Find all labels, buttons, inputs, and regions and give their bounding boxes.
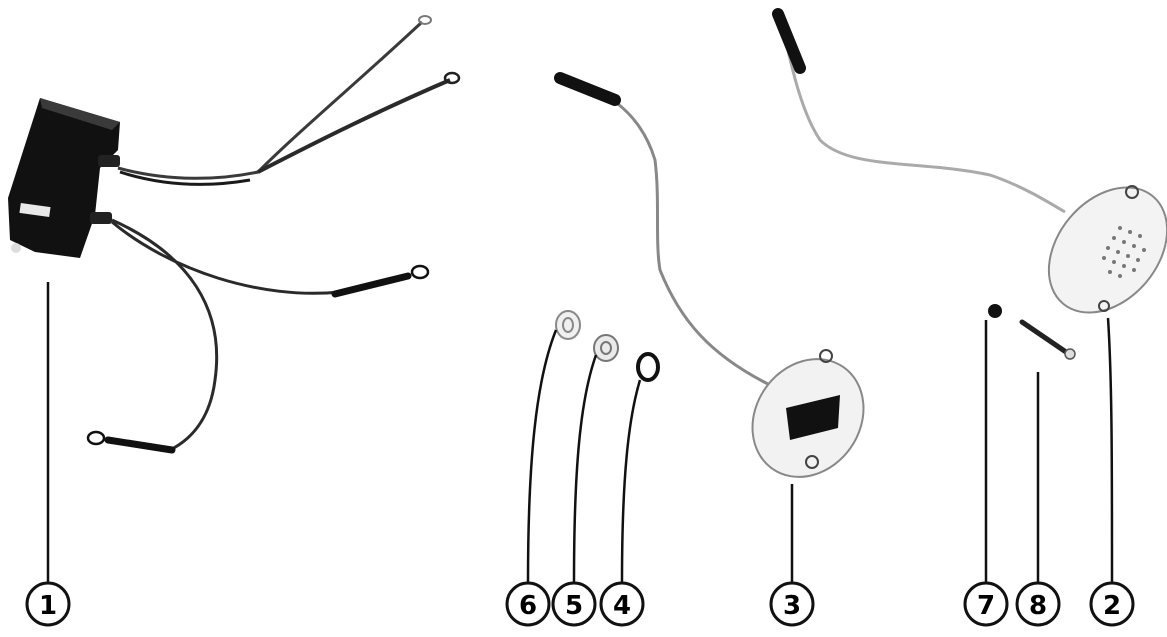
upper-wire-a: [117, 20, 424, 180]
callout-label: 2: [1103, 591, 1121, 621]
callout-label: 4: [613, 591, 631, 621]
callout-circle: [1015, 581, 1061, 627]
plate-2-perforations: [1102, 226, 1146, 278]
callout-circle: [1089, 581, 1135, 627]
callout-circle: [963, 581, 1009, 627]
ring-terminal-middle: [410, 264, 430, 280]
plate-3-wire: [559, 78, 771, 387]
upper-wire-b: [257, 78, 451, 174]
washer-inner: [562, 317, 574, 333]
callout-4: 4: [599, 581, 645, 627]
plate-2-wire-sleeve: [772, 8, 806, 74]
callout-1: 1: [25, 581, 71, 627]
callout-label: 8: [1029, 591, 1047, 621]
callout-6: 6: [505, 581, 551, 627]
part-8-screw: [1019, 319, 1076, 360]
plate-3-window: [786, 395, 840, 440]
part-2-perforated-plate: [772, 8, 1167, 314]
leader-6: [526, 329, 558, 583]
callout-7: 7: [963, 581, 1009, 627]
plate-2-screw-top: [1125, 185, 1139, 199]
callout-2: 2: [1089, 581, 1135, 627]
grommet-lower: [90, 212, 112, 224]
leader-5: [572, 354, 598, 583]
leader-2: [1106, 317, 1114, 583]
box-highlight: [19, 202, 51, 218]
callout-label: 1: [39, 591, 57, 621]
nut-inner: [600, 341, 612, 355]
leader-4: [620, 379, 642, 583]
callout-label: 5: [565, 591, 583, 621]
ring-terminal-upper: [443, 71, 461, 85]
plate-3-screw-top: [819, 349, 833, 363]
nut-outer: [593, 334, 619, 362]
screw-shank: [1019, 319, 1069, 355]
callout-label: 6: [519, 591, 537, 621]
lower-wire: [111, 218, 219, 452]
lower-wire-sleeve: [104, 436, 176, 454]
box-top-face: [40, 98, 120, 130]
middle-wire: [111, 220, 341, 295]
callout-label: 3: [783, 591, 801, 621]
o-ring: [636, 352, 660, 382]
part-3-plate: [554, 72, 865, 478]
plate-2-screw-bottom: [1098, 300, 1110, 312]
plate-2-wire: [778, 14, 1066, 214]
leader-lines: [46, 282, 1114, 583]
ball: [988, 304, 1002, 318]
callout-circle: [551, 581, 597, 627]
washer-outer: [555, 310, 581, 340]
ring-terminal-top: [418, 15, 432, 25]
plate-3-wire-sleeve: [554, 72, 621, 106]
ring-terminal-lower: [86, 430, 106, 446]
plate-3-screw-bottom: [805, 455, 819, 469]
callout-label: 7: [977, 591, 995, 621]
callout-3: 3: [769, 581, 815, 627]
box-mount-hole: [11, 243, 21, 253]
callout-circle: [505, 581, 551, 627]
callout-8: 8: [1015, 581, 1061, 627]
callout-circle: [25, 581, 71, 627]
middle-wire-sleeve: [331, 272, 412, 298]
screw-head: [1064, 348, 1076, 360]
part-5-nut: [593, 334, 619, 362]
part-4-o-ring: [636, 352, 660, 382]
callout-circle: [769, 581, 815, 627]
callout-5: 5: [551, 581, 597, 627]
callout-circle: [599, 581, 645, 627]
grommet-upper: [98, 155, 120, 167]
part-1-rectifier-box: [8, 15, 461, 454]
part-6-washer: [555, 310, 581, 340]
part-7-ball: [988, 304, 1002, 318]
upper-wire-c: [119, 170, 251, 186]
